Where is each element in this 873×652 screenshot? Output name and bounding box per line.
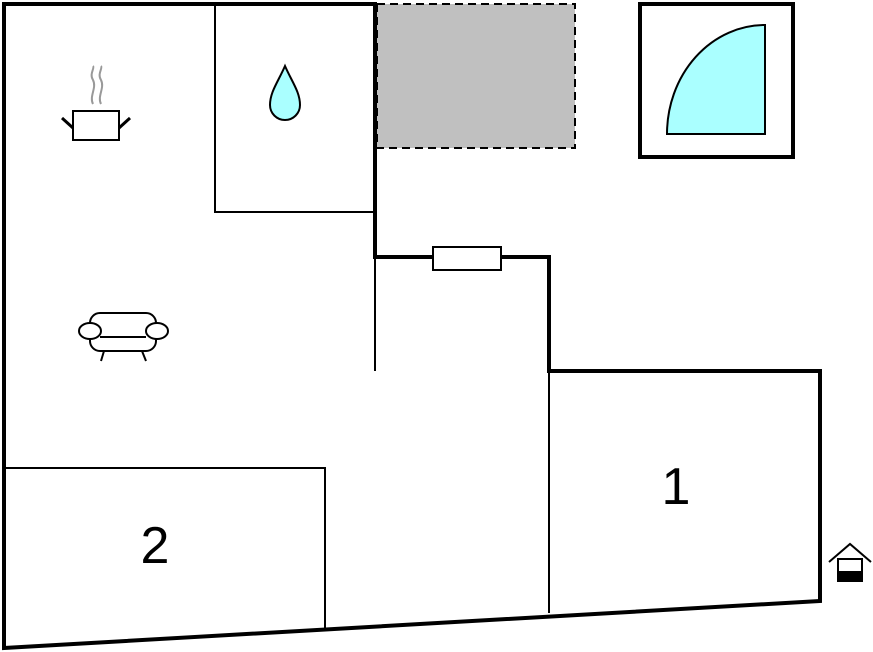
shower-icon bbox=[638, 2, 795, 159]
bathroom-water-drop-icon bbox=[268, 63, 302, 121]
living-room-sofa-icon bbox=[78, 312, 169, 362]
entrance-house-icon bbox=[828, 542, 872, 582]
bathroom-wall bbox=[214, 4, 375, 213]
terrace-area bbox=[376, 3, 576, 149]
window-icon bbox=[432, 246, 502, 271]
kitchen-pot-icon bbox=[60, 65, 132, 141]
room-1-label: 1 bbox=[662, 458, 691, 516]
bedroom-2-wall bbox=[4, 467, 326, 628]
room-2-label: 2 bbox=[141, 517, 170, 575]
